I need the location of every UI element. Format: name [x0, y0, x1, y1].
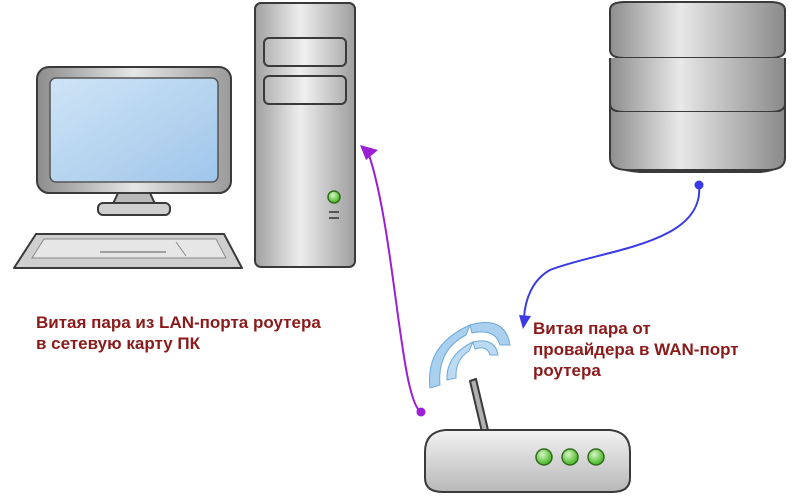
wifi-signal-icon — [429, 322, 511, 389]
lan-label-line: в сетевую карту ПК — [36, 334, 201, 353]
wan-cable-connector — [519, 180, 704, 329]
server-database-icon — [609, 1, 786, 173]
wan-label-line: провайдера в WAN-порт — [533, 340, 739, 359]
router-led — [535, 448, 553, 466]
router-led — [587, 448, 605, 466]
wan-cable-label: Витая пара от провайдера в WAN-порт роут… — [533, 318, 739, 381]
lan-cable-connector — [360, 145, 426, 417]
lan-cable-label: Витая пара из LAN-порта роутера в сетеву… — [36, 312, 321, 354]
monitor-icon — [36, 66, 232, 216]
arrowhead-icon — [360, 145, 378, 160]
keyboard-icon — [13, 233, 243, 269]
wifi-router-icon — [424, 322, 631, 493]
lan-label-line: Витая пара из LAN-порта роутера — [36, 313, 321, 332]
arrowhead-icon — [519, 315, 531, 329]
wan-label-line: Витая пара от — [533, 319, 651, 338]
pc-tower-icon — [254, 2, 356, 268]
wan-label-line: роутера — [533, 361, 601, 380]
router-led — [561, 448, 579, 466]
